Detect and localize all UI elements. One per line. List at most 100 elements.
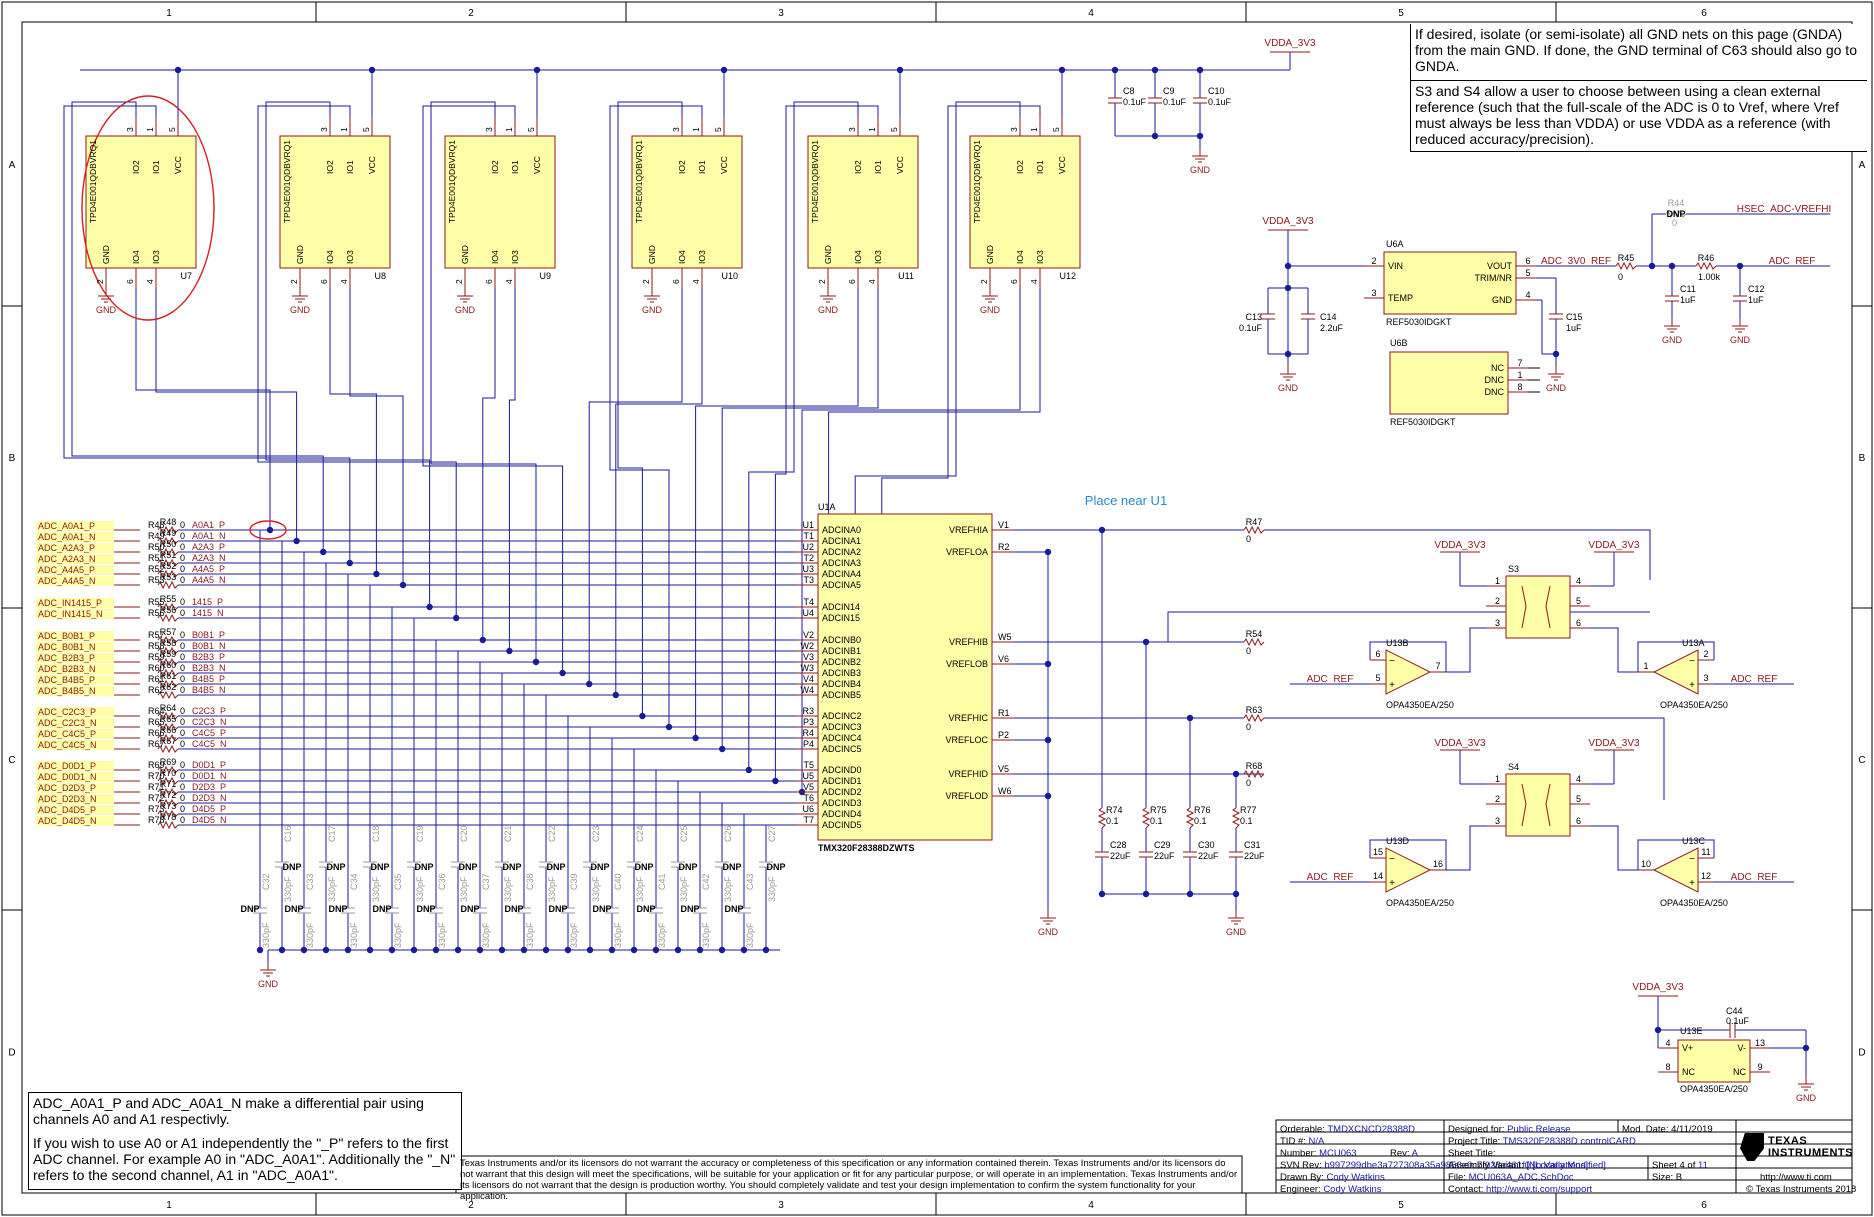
series-res-value: 0 [180,674,185,684]
res-ref: R59 [160,649,177,659]
series-res-ref: R67 [148,739,165,749]
opamp-pin-num: 3 [1703,673,1708,683]
mcu-pin-num: U2 [802,542,814,552]
adc-3v0-ref-label: ADC_3V0_REF [1541,256,1611,267]
vref-route [1264,717,1665,800]
res-ref: R56 [160,605,177,615]
opamp-to-switch [1446,825,1486,871]
ref-pin-name: DNC [1485,387,1505,397]
resistor-zigzag [1243,713,1265,723]
opamp-body [1385,649,1432,695]
tb-copyright: © Texas Instruments 2018 [1746,1184,1857,1195]
series-res-value: 0 [180,685,185,695]
adc-ref-label: ADC_REF [1769,256,1816,267]
tvs-pin-name: GND [823,245,833,264]
resistor-zigzag [157,602,179,612]
adc-net-label: ADC_IN1415_P [38,598,102,608]
ref-part: REF5030IDGKT [1390,417,1456,427]
resistor-zigzag [1243,637,1265,647]
vref-switch-note-text: S3 and S4 allow a user to choose between… [1415,83,1839,147]
filter-cap-value: 330pF [723,876,733,902]
res-ref: R45 [1618,253,1635,263]
ref5030b-body [1389,351,1509,415]
opamp-pin-num: 10 [1641,859,1651,869]
filter-cap-ref: C43 [745,873,755,890]
filter-cap-value: 330pF [371,876,381,902]
series-res-ref: R66 [148,728,165,738]
tvs-pin-name: IO1 [345,160,355,174]
net-label-bg [36,686,114,696]
gnd-label: GND [258,979,279,989]
filter-cap-value: 330pF [569,922,579,948]
tvs-part: TPD4E001QDBVRQ1 [972,140,982,223]
series-res-ref: R48 [148,520,165,530]
switch-lever [1521,605,1527,629]
mcu-pin-name: ADCIND3 [822,798,862,808]
tvs-ref: U11 [898,271,914,281]
res-ref: R75 [1150,805,1167,815]
tvs-ref: U12 [1059,271,1076,281]
vdda-label: VDDA_3V3 [1264,38,1316,49]
tvs-pin-num: 1 [145,127,155,132]
mcu-pin-num: T5 [803,760,814,770]
tvs-pin-num: 4 [1029,279,1039,284]
adc-net-label: ADC_B0B1_P [38,631,95,641]
series-res-value: 0 [180,706,185,716]
series-res-ref: R62 [148,685,165,695]
filter-cap-ref: C23 [591,825,601,842]
dnp-label: DNP [416,904,435,914]
vdda-label: VDDA_3V3 [1434,738,1486,749]
filter-cap-ref: C34 [349,873,359,890]
gnda-note: If desired, isolate (or semi-isolate) al… [1410,24,1867,81]
net-label-bg [36,707,114,717]
tvs-pin-name: IO2 [490,160,500,174]
opamp-part: OPA4350EA/250 [1386,898,1454,908]
frame-col-label: 5 [1398,1200,1404,1211]
mcu-pin-num: U4 [802,608,814,618]
tvs-pin-num: 1 [339,127,349,132]
adc-sig-label: A2A3_N [192,553,226,563]
filter-cap-ref: C41 [657,873,667,890]
tvs-pin-num: 6 [484,279,494,284]
vdda-label: VDDA_3V3 [1262,216,1314,227]
series-res-ref: R69 [148,760,165,770]
opamp-plus: + [1389,680,1395,691]
mcu-pin-name: ADCINA4 [822,569,861,579]
opamp-ref: U13C [1682,836,1706,846]
tvs-pin-num: 2 [641,279,651,284]
tvs-pin-name: IO2 [853,160,863,174]
opamp-minus: − [1689,656,1695,667]
tvs-pin-name: IO3 [1035,250,1045,264]
tvs-io-route [695,288,859,738]
adc-sig-label: A0A1_P [192,520,225,530]
tb-drawn: Drawn By: Cody Watkins [1280,1172,1385,1183]
series-res-value: 0 [180,739,185,749]
tvs-ref: U9 [539,271,551,281]
tvs-pin-name: IO4 [677,250,687,264]
mcu-vref-pin: W6 [998,786,1012,796]
adc-net-label: ADC_B4B5_P [38,675,95,685]
tb-mod-date: Mod. Date: 4/11/2019 [1622,1124,1713,1135]
tvs-pin-name: IO4 [325,250,335,264]
res-value: 0 [1672,218,1677,228]
net-label-bg [36,783,114,793]
res-ref: R78 [160,812,177,822]
junction-dot [720,66,728,74]
res-ref: R55 [160,594,177,604]
opamp-pin-num: 16 [1433,859,1443,869]
dnp-label: DNP [548,904,567,914]
tvs-io-route [257,105,457,618]
net-label-bg [36,543,114,553]
mcu-vref-name: VREFLOC [945,735,988,745]
resistor-zigzag [1665,209,1687,219]
adc-net-label: ADC_IN1415_N [38,609,103,619]
tvs-pin-num: 3 [671,127,681,132]
series-res-value: 0 [180,608,185,618]
resistor-zigzag [157,558,179,568]
series-res-ref: R70 [148,771,165,781]
opamp-minus: − [1389,854,1395,865]
cap-ref: C11 [1680,284,1696,294]
adc-sig-label: A0A1_N [192,531,226,541]
dnp-label: DNP [766,862,785,872]
opamp-plus: + [1689,878,1695,889]
